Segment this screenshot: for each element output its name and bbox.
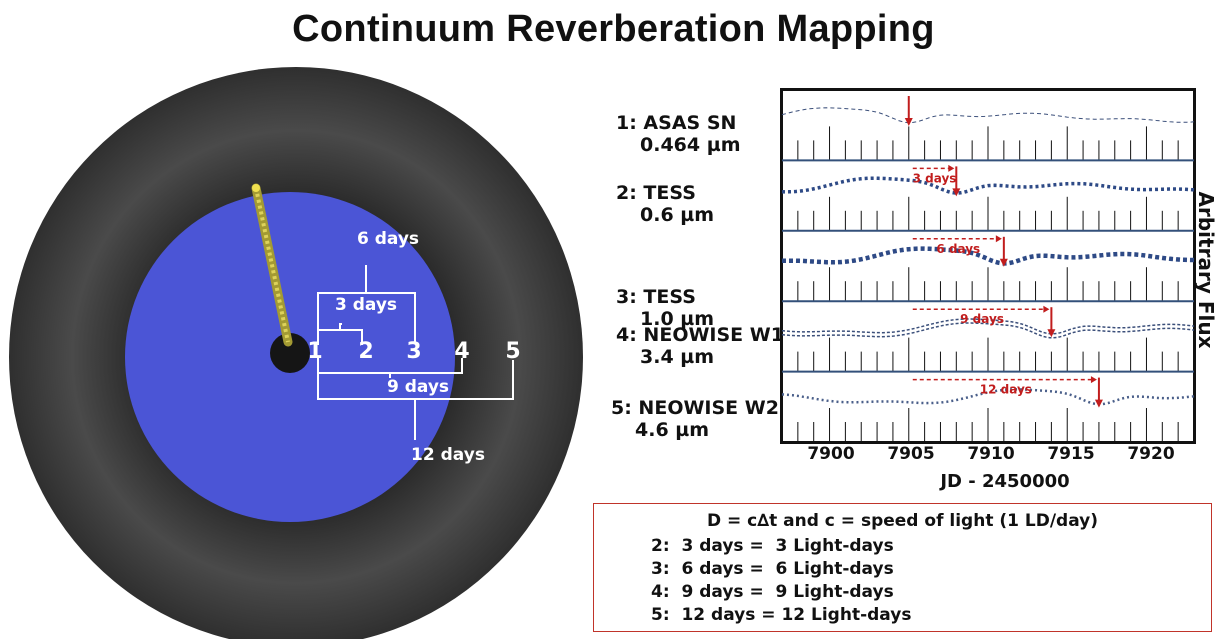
lag-arrow-head (1090, 376, 1097, 384)
panel-label-5: 5: NEOWISE W2 4.6 µm (611, 397, 779, 441)
peak-arrow-head (999, 258, 1008, 267)
bracket-label-3-days: 3 days (335, 295, 397, 315)
lag-arrow-head (995, 235, 1002, 243)
equation-box: D = c∆t and c = speed of light (1 LD/day… (593, 503, 1212, 632)
torus-diagram: 1 2 3 4 5 3 days 6 days 9 days 12 days (9, 67, 583, 639)
x-tick-label: 7915 (1047, 444, 1095, 464)
bracket-label-9-days: 9 days (387, 377, 449, 397)
x-axis-label: JD - 2450000 (940, 471, 1070, 492)
equation-header: D = c∆t and c = speed of light (1 LD/day… (706, 511, 1099, 531)
y-axis-label: Arbitrary Flux (1194, 191, 1218, 349)
equation-line: 5: 12 days = 12 Light-days (651, 605, 912, 625)
lag-label: 12 days (980, 383, 1032, 397)
equation-line: 4: 9 days = 9 Light-days (651, 582, 894, 602)
light-curve-4 (781, 318, 1195, 335)
panel-label-1: 1: ASAS SN 0.464 µm (616, 112, 741, 156)
ring-marker-3: 3 (406, 339, 421, 364)
x-tick-label: 7905 (887, 444, 935, 464)
light-curve-plot: 3 days 6 days 9 days 12 days (780, 88, 1196, 444)
equation-line: 3: 6 days = 6 Light-days (651, 559, 894, 579)
equation-line: 2: 3 days = 3 Light-days (651, 536, 894, 556)
lag-label: 9 days (960, 312, 1004, 326)
light-curve-4-b (781, 322, 1195, 339)
x-tick-label: 7900 (807, 444, 855, 464)
x-tick-label: 7920 (1127, 444, 1175, 464)
peak-arrow-head (1047, 329, 1056, 338)
lag-label: 3 days (913, 171, 957, 185)
ring-marker-4: 4 (454, 339, 469, 364)
lag-arrow-head (948, 164, 955, 172)
lag-arrow-head (1043, 305, 1050, 313)
panel-label-3: 3: TESS 1.0 µm (616, 286, 715, 330)
bracket-12-days (317, 358, 514, 440)
bracket-6-days (317, 265, 416, 342)
panel-label-4: 4: NEOWISE W1 3.4 µm (616, 324, 784, 368)
ring-marker-1: 1 (307, 339, 322, 364)
panel-label-2: 2: TESS 0.6 µm (616, 182, 715, 226)
light-curve-2 (781, 176, 1195, 195)
peak-arrow-head (952, 188, 961, 197)
bracket-label-6-days: 6 days (357, 229, 419, 249)
peak-arrow-head (1094, 399, 1103, 408)
black-hole (270, 333, 310, 373)
bracket-label-12-days: 12 days (411, 445, 485, 465)
x-tick-label: 7910 (967, 444, 1015, 464)
peak-arrow-head (904, 118, 913, 126)
plot-frame (780, 88, 1196, 444)
page-title: Continuum Reverberation Mapping (292, 8, 935, 50)
lag-label: 6 days (936, 242, 980, 256)
ring-marker-2: 2 (358, 339, 373, 364)
ring-marker-5: 5 (505, 339, 520, 364)
